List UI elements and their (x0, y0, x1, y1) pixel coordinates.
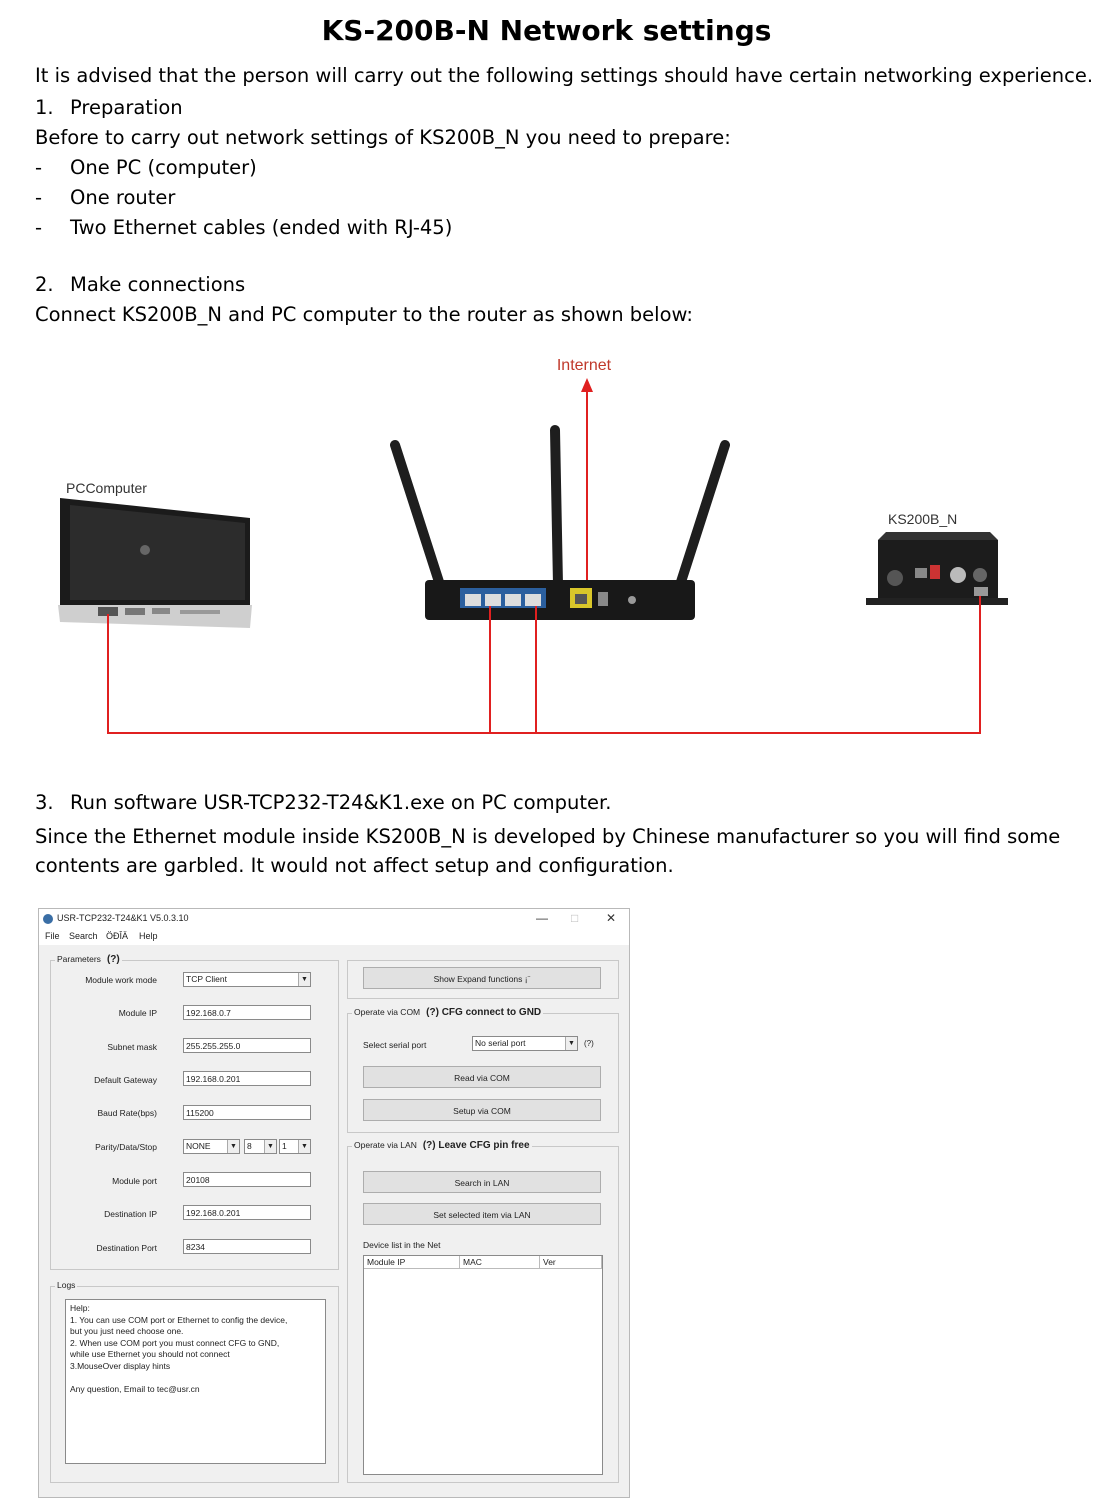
serial-port-select[interactable]: No serial port▼ (472, 1036, 578, 1051)
window-titlebar: USR-TCP232-T24&K1 V5.0.3.10 — □ ✕ (39, 909, 629, 929)
parameters-hint[interactable]: (?) (106, 954, 120, 965)
app-icon (43, 914, 53, 924)
section-1-heading: 1. Preparation (35, 96, 183, 119)
default-gateway-input[interactable]: 192.168.0.201 (183, 1071, 311, 1086)
section-2-number: 2. (35, 273, 54, 296)
module-work-mode-label: Module work mode (85, 975, 157, 985)
parity-label: Parity/Data/Stop (95, 1142, 157, 1152)
select-serial-port-label: Select serial port (363, 1040, 427, 1050)
laptop-image (58, 498, 252, 628)
page-title: KS-200B-N Network settings (321, 14, 772, 47)
list-item-text: One PC (computer) (70, 156, 257, 179)
subnet-mask-label: Subnet mask (107, 1042, 157, 1052)
menu-search[interactable]: Search (69, 931, 98, 941)
list-item: - One router (35, 186, 175, 209)
list-item: - Two Ethernet cables (ended with RJ-45) (35, 216, 452, 239)
serial-port-hint[interactable]: (?) (584, 1039, 594, 1048)
destination-port-label: Destination Port (96, 1243, 157, 1253)
window-caption: USR-TCP232-T24&K1 V5.0.3.10 (57, 913, 189, 923)
section-3-paragraph-line-1: Since the Ethernet module inside KS200B_… (35, 825, 1061, 848)
section-2-title: Make connections (70, 273, 246, 296)
logs-textarea[interactable]: Help: 1. You can use COM port or Etherne… (65, 1299, 326, 1464)
close-button[interactable]: ✕ (606, 911, 617, 925)
default-gateway-label: Default Gateway (94, 1075, 157, 1085)
ks200b-device-image (866, 532, 1008, 605)
device-label: KS200B_N (888, 511, 957, 527)
data-bits-select[interactable]: 8▼ (244, 1139, 277, 1154)
minimize-button[interactable]: — (536, 911, 548, 925)
section-1-lead: Before to carry out network settings of … (35, 126, 731, 149)
list-dash: - (35, 186, 43, 209)
device-list-label: Device list in the Net (363, 1240, 441, 1250)
chevron-down-icon: ▼ (298, 1140, 310, 1153)
destination-port-input[interactable]: 8234 (183, 1239, 311, 1254)
list-item-text: One router (70, 186, 176, 209)
destination-ip-input[interactable]: 192.168.0.201 (183, 1205, 311, 1220)
network-diagram: Internet PCComputer KS200B_N (58, 357, 1008, 734)
section-3-title: Run software USR-TCP232-T24&K1.exe on PC… (70, 791, 612, 814)
lan-group: Operate via LAN(?) Leave CFG pin free Se… (347, 1140, 619, 1483)
column-ver[interactable]: Ver (540, 1256, 602, 1269)
section-3-number: 3. (35, 791, 54, 814)
search-in-lan-button[interactable]: Search in LAN (363, 1171, 601, 1193)
ethernet-cables (107, 596, 981, 734)
expand-group: Show Expand functions ¡¨ (347, 960, 619, 999)
module-work-mode-select[interactable]: TCP Client▼ (183, 972, 311, 987)
module-ip-label: Module IP (118, 1008, 157, 1018)
parameters-group: Parameters(?) Module work mode TCP Clien… (50, 954, 339, 1270)
maximize-button[interactable]: □ (571, 911, 579, 925)
logs-group-label: Logs (55, 1280, 78, 1290)
column-mac[interactable]: MAC (460, 1256, 540, 1269)
setup-via-com-button[interactable]: Setup via COM (363, 1099, 601, 1121)
lan-group-label: Operate via LAN(?) Leave CFG pin free (352, 1140, 532, 1151)
list-dash: - (35, 156, 43, 179)
internet-label: Internet (557, 357, 612, 374)
module-ip-input[interactable]: 192.168.0.7 (183, 1005, 311, 1020)
baud-rate-input[interactable]: 115200 (183, 1105, 311, 1120)
internet-arrow (581, 378, 593, 596)
baud-rate-label: Baud Rate(bps) (97, 1108, 157, 1118)
com-group: Operate via COM(?) CFG connect to GND Se… (347, 1007, 619, 1133)
menu-file[interactable]: File (45, 931, 60, 941)
section-3-paragraph-line-2: contents are garbled. It would not affec… (35, 854, 674, 877)
column-module-ip[interactable]: Module IP (364, 1256, 460, 1269)
set-selected-item-button[interactable]: Set selected item via LAN (363, 1203, 601, 1225)
menu-language[interactable]: ÖÐÎÄ (106, 931, 129, 941)
router-image (390, 425, 730, 620)
stop-bits-select[interactable]: 1▼ (279, 1139, 311, 1154)
com-hint[interactable]: (?) CFG connect to GND (426, 1007, 542, 1018)
menu-help[interactable]: Help (139, 931, 158, 941)
software-window: USR-TCP232-T24&K1 V5.0.3.10 — □ ✕ File S… (38, 908, 630, 1498)
parameters-group-label: Parameters(?) (55, 954, 122, 965)
subnet-mask-input[interactable]: 255.255.255.0 (183, 1038, 311, 1053)
pc-label: PCComputer (66, 480, 147, 496)
show-expand-functions-button[interactable]: Show Expand functions ¡¨ (363, 967, 601, 989)
logs-group: Logs Help: 1. You can use COM port or Et… (50, 1280, 339, 1483)
menu-bar: File Search ÖÐÎÄ Help (39, 929, 629, 945)
intro-text: It is advised that the person will carry… (35, 64, 1093, 87)
chevron-down-icon: ▼ (298, 973, 310, 986)
list-dash: - (35, 216, 43, 239)
parity-select[interactable]: NONE▼ (183, 1139, 240, 1154)
list-item: - One PC (computer) (35, 156, 257, 179)
device-list[interactable]: Module IP MAC Ver (363, 1255, 603, 1475)
module-port-label: Module port (112, 1176, 157, 1186)
lan-hint[interactable]: (?) Leave CFG pin free (422, 1140, 530, 1151)
chevron-down-icon: ▼ (227, 1140, 239, 1153)
section-2-lead: Connect KS200B_N and PC computer to the … (35, 303, 693, 326)
module-port-input[interactable]: 20108 (183, 1172, 311, 1187)
section-2-heading: 2. Make connections (35, 273, 245, 296)
destination-ip-label: Destination IP (104, 1209, 157, 1219)
chevron-down-icon: ▼ (565, 1037, 577, 1050)
com-group-label: Operate via COM(?) CFG connect to GND (352, 1007, 544, 1018)
read-via-com-button[interactable]: Read via COM (363, 1066, 601, 1088)
section-1-number: 1. (35, 96, 54, 119)
section-3-heading: 3. Run software USR-TCP232-T24&K1.exe on … (35, 791, 611, 814)
chevron-down-icon: ▼ (264, 1140, 276, 1153)
list-item-text: Two Ethernet cables (ended with RJ-45) (70, 216, 453, 239)
section-1-title: Preparation (70, 96, 183, 119)
